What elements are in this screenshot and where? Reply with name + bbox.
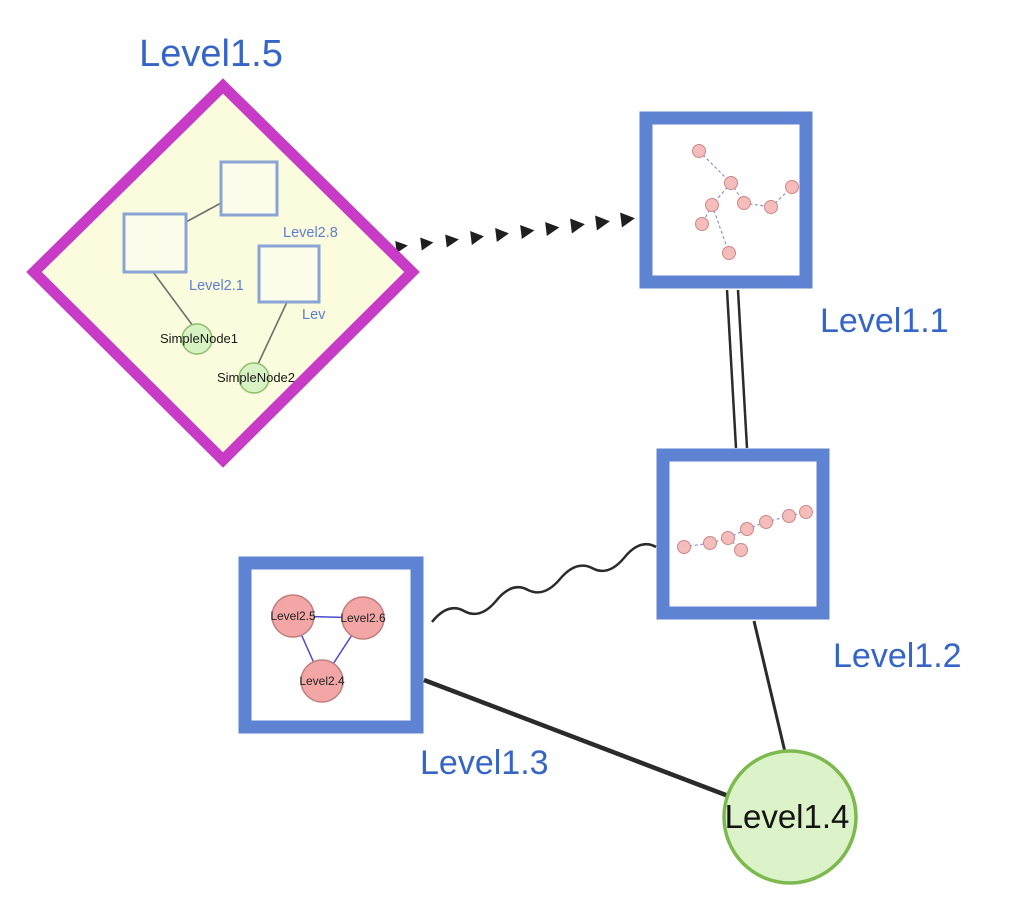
level2-6-label: Level2.6 <box>340 611 386 625</box>
mini-node[interactable] <box>764 200 778 214</box>
mini-node[interactable] <box>785 180 799 194</box>
level1-3-box[interactable] <box>238 556 424 734</box>
edge-level11-level12-double[interactable] <box>725 289 749 449</box>
level1-4-circle[interactable] <box>722 749 858 885</box>
level1-4-label: Level1.4 <box>725 798 850 835</box>
mini-node[interactable] <box>695 217 709 231</box>
inner-edge-square-left-simplenode1[interactable] <box>152 271 194 327</box>
level2-8-label: Level2.8 <box>283 225 338 241</box>
mini-node[interactable] <box>703 536 717 550</box>
mini-node[interactable] <box>740 522 754 536</box>
mini-node[interactable] <box>799 505 813 519</box>
edge-level12-level13-wavy[interactable] <box>431 543 657 623</box>
mini-node[interactable] <box>692 144 706 158</box>
arrowhead-icon <box>620 212 635 228</box>
double-line-right <box>736 289 749 449</box>
simplenode1-label: SimpleNode1 <box>160 331 238 346</box>
mini-node[interactable] <box>722 246 736 260</box>
level1-2-label: Level1.2 <box>833 637 962 675</box>
arrowhead-icon <box>395 241 408 253</box>
simplenode1-circle[interactable] <box>181 323 213 355</box>
arrowhead-icon <box>495 228 509 242</box>
edge-level12-level14[interactable] <box>752 620 787 753</box>
mini-node[interactable] <box>759 515 773 529</box>
simplenode2-label: SimpleNode2 <box>217 370 295 385</box>
level1-1-label: Level1.1 <box>820 302 949 340</box>
level1-5-group-node[interactable]: Level2.8 Level2.1 Lev SimpleNode1 Simple… <box>26 78 420 468</box>
mini-node[interactable] <box>705 198 719 212</box>
mini-node[interactable] <box>737 196 751 210</box>
level2-5-label: Level2.5 <box>270 609 316 623</box>
mini-node[interactable] <box>677 540 691 554</box>
edge-level15-level11-arrows[interactable] <box>395 211 636 253</box>
inner-edge-square-right-simplenode2[interactable] <box>257 301 288 365</box>
level1-3-node[interactable]: Level2.5 Level2.6 Level2.4 <box>238 556 424 734</box>
level1-5-label: Level1.5 <box>139 33 283 75</box>
arrowhead-icon <box>570 218 585 234</box>
level1-2-node[interactable] <box>656 448 830 620</box>
level2-4-label: Level2.4 <box>299 674 345 688</box>
level1-3-mini-graph: Level2.5 Level2.6 Level2.4 <box>270 594 386 703</box>
mini-node[interactable] <box>721 531 735 545</box>
level1-5-diamond[interactable] <box>26 78 420 468</box>
level1-1-mini-graph <box>692 144 799 260</box>
inner-edge-square-top-square-left[interactable] <box>185 202 222 223</box>
level2-x-label-truncated: Lev <box>302 307 326 323</box>
level2-x-square-node[interactable] <box>257 244 321 304</box>
mini-node[interactable] <box>782 509 796 523</box>
double-line-left <box>725 289 738 449</box>
mini-node[interactable] <box>734 543 748 557</box>
arrowhead-icon <box>420 237 434 251</box>
edge-level13-level14[interactable] <box>423 677 732 800</box>
level2-5-circle[interactable] <box>271 594 315 638</box>
level2-4-circle[interactable] <box>300 659 344 703</box>
level2-1-label: Level2.1 <box>189 278 244 294</box>
level1-3-label: Level1.3 <box>420 744 549 782</box>
level2-1-square-node[interactable] <box>122 212 188 274</box>
arrowhead-icon <box>595 215 610 231</box>
arrowhead-icon <box>470 231 484 245</box>
level2-6-circle[interactable] <box>341 596 385 640</box>
level1-1-node[interactable] <box>639 111 813 289</box>
simplenode2-circle[interactable] <box>238 362 270 394</box>
arrowhead-icon <box>545 222 560 236</box>
arrowhead-icon <box>520 225 535 239</box>
level1-4-node[interactable]: Level1.4 <box>722 749 858 885</box>
level2-8-square-node[interactable] <box>219 160 279 217</box>
arrowhead-icon <box>445 234 459 248</box>
mini-node[interactable] <box>724 176 738 190</box>
level1-2-mini-graph <box>677 505 813 557</box>
